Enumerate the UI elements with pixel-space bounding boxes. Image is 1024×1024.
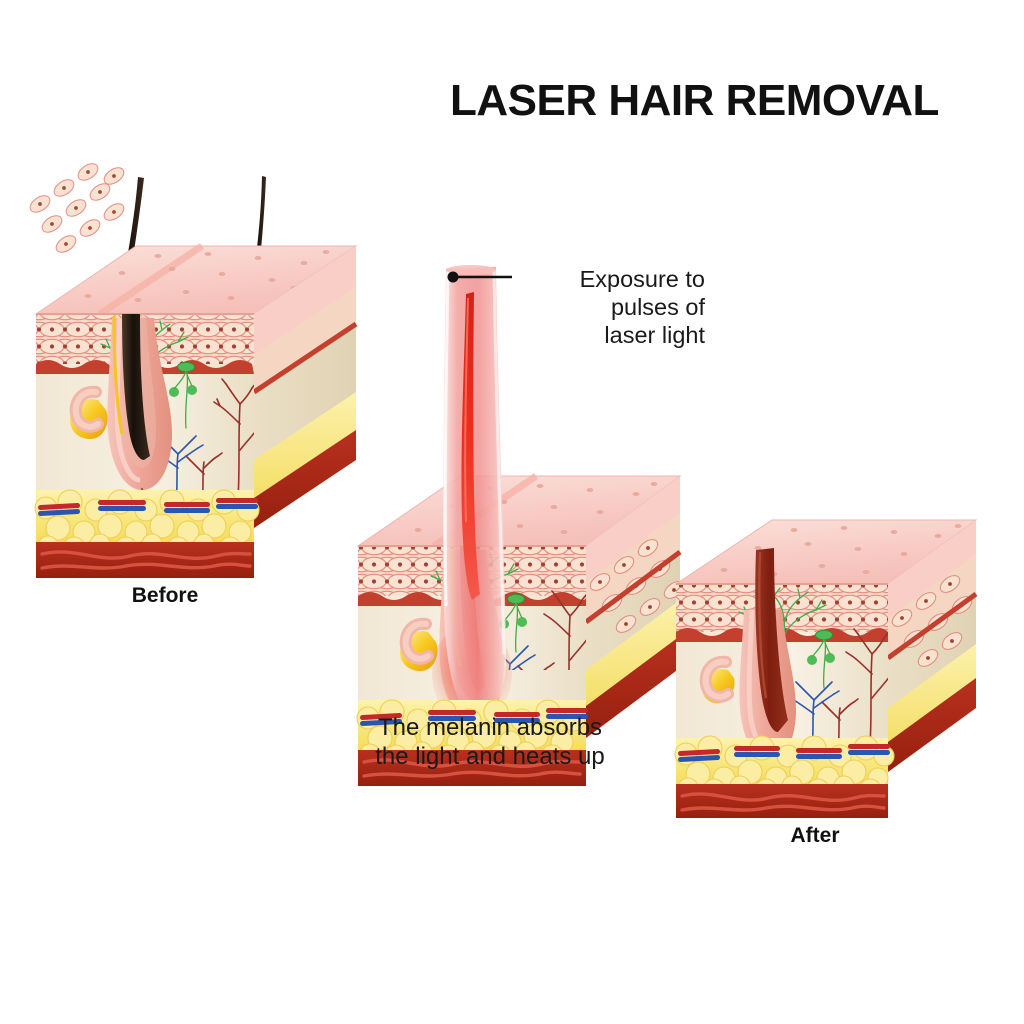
vessel-artery [517,590,586,670]
nerve-receptor [807,629,835,665]
heated-hair-shaft-in-beam [461,292,480,600]
hair-root-shaft [112,314,150,460]
muscle-layer [676,784,888,818]
vessel-bars [678,744,890,762]
skin-surface-top [34,243,358,317]
callout-leader-laser [447,271,512,283]
burned-hair-stub [755,548,788,732]
callout-laser-light: Exposure to pulses of laser light [579,266,705,349]
subcutaneous-fat [34,489,260,560]
laser-beam [443,265,506,716]
vessel-artery [185,378,254,503]
vessel-bars [38,498,258,516]
callout-dot-icon [447,271,459,283]
hair-shaft [250,176,266,302]
panel-label-after: After [790,824,840,847]
muscle-layer [36,542,254,578]
skin-block-right-face [886,520,978,772]
panel-label-before: Before [131,584,199,607]
skin-block-during-svg [356,265,685,786]
skin-block-right-face [29,163,358,528]
skin-block-before-svg [29,163,358,578]
muscle-layer [358,750,586,786]
skin-block-right-face [584,476,685,738]
skin-block-before [26,163,358,578]
page-title: LASER HAIR REMOVAL [450,76,939,125]
nerve-receptor [169,361,197,397]
skin-block-during [348,250,688,786]
vessel-bars [360,708,588,726]
skin-block-after-svg [674,519,978,818]
callout-melanin: The melanin absorbs the light and heats … [375,714,605,770]
skin-block-after [668,492,978,818]
